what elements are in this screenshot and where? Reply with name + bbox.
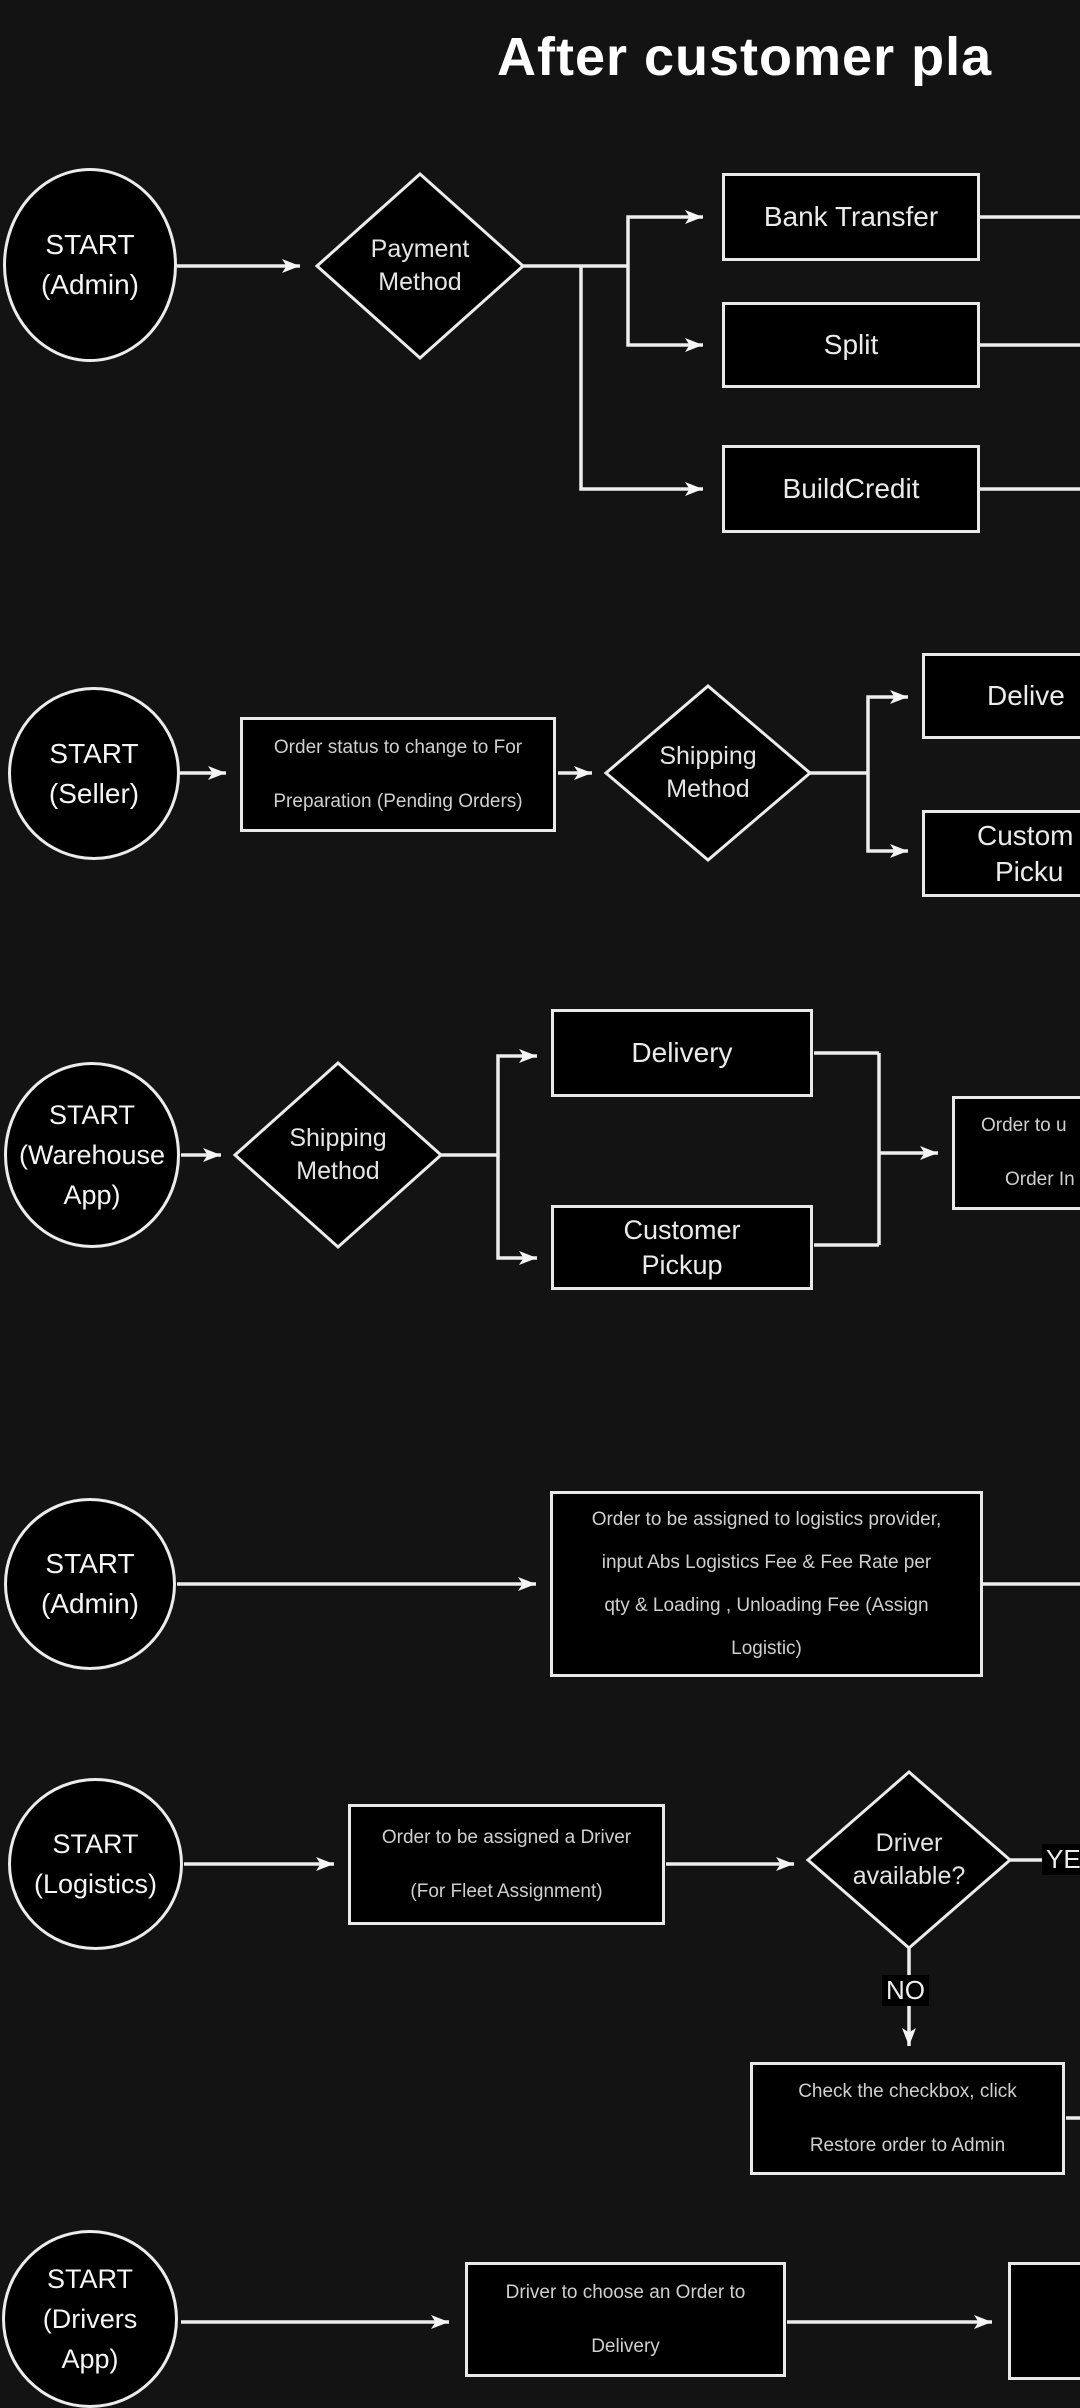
process-label-line: Order In xyxy=(1005,1169,1075,1190)
start-node-admin-payment: START (Admin) xyxy=(3,168,177,362)
decision-label-line: Shipping xyxy=(289,1124,387,1152)
process-label-line: Driver to choose an Order to xyxy=(505,2281,746,2303)
start-label-line: START xyxy=(48,1100,135,1130)
process-bank-transfer: Bank Transfer xyxy=(722,173,980,261)
start-node-drivers-app: START (Drivers App) xyxy=(2,2230,178,2408)
decision-label-driver-available: Driver available? xyxy=(808,1772,1010,1948)
decision-label-line: Method xyxy=(666,775,750,803)
process-label-line: Restore order to Admin xyxy=(809,2134,1006,2156)
process-label: BuildCredit xyxy=(782,473,920,504)
start-label-line: START xyxy=(45,1548,135,1579)
process-assign-logistics: Order to be assigned to logistics provid… xyxy=(550,1491,983,1677)
process-label-line: Picku xyxy=(995,855,1064,887)
label-yes: YE xyxy=(1042,1844,1080,1875)
process-label-line: Logistic) xyxy=(731,1638,802,1659)
process-delivery-warehouse: Delivery xyxy=(551,1009,813,1097)
decision-diamond-shipping-method-warehouse xyxy=(232,1060,444,1250)
process-label-line: Preparation (Pending Orders) xyxy=(273,790,523,812)
decision-diamond-shipping-method-seller xyxy=(603,684,813,862)
start-label-line: App) xyxy=(63,1180,121,1210)
start-node-seller: START (Seller) xyxy=(8,687,180,860)
decision-label-shipping-method-warehouse: Shipping Method xyxy=(235,1063,441,1247)
decision-label-line: Method xyxy=(296,1157,380,1185)
process-restore-order: Check the checkbox, click Restore order … xyxy=(750,2062,1065,2175)
start-node-warehouse-app: START (Warehouse App) xyxy=(4,1062,180,1248)
decision-label-line: Shipping xyxy=(659,742,757,770)
start-label-line: START xyxy=(45,229,135,260)
process-order-update-info: Order to u Order In xyxy=(952,1096,1080,1210)
process-label-line: Order to u xyxy=(981,1115,1067,1136)
start-label-line: (Admin) xyxy=(40,1588,139,1619)
start-label-line: START xyxy=(52,1829,139,1859)
page-title: After customer pla xyxy=(497,27,993,87)
process-label-line: qty & Loading , Unloading Fee (Assign xyxy=(604,1595,929,1616)
process-label-line: Customer xyxy=(623,1214,741,1245)
start-label-line: START xyxy=(46,2264,133,2294)
process-customer-pickup-seller: Custom Picku xyxy=(922,810,1080,897)
process-customer-pickup-warehouse: Customer Pickup xyxy=(551,1205,813,1290)
start-node-admin-logistics: START (Admin) xyxy=(4,1498,176,1670)
process-label-line: Order status to change to For xyxy=(273,736,523,758)
process-label-line: Pickup xyxy=(641,1249,723,1280)
flow-connector xyxy=(626,210,703,266)
flow-connector xyxy=(866,690,908,773)
process-label-line: (For Fleet Assignment) xyxy=(410,1880,603,1902)
decision-label-line: Payment xyxy=(370,235,470,263)
flow-connector xyxy=(579,266,703,496)
process-label: Delive xyxy=(987,680,1065,711)
process-choose-order: Driver to choose an Order to Delivery xyxy=(465,2262,786,2377)
start-label-line: (Warehouse xyxy=(18,1140,166,1170)
flow-connector xyxy=(866,773,908,858)
decision-label-line: Method xyxy=(378,268,462,296)
process-label-line: Order to be assigned a Driver xyxy=(381,1826,632,1848)
process-cutoff-box xyxy=(1008,2262,1080,2380)
process-label-line: Delivery xyxy=(591,2335,660,2357)
decision-label-shipping-method-seller: Shipping Method xyxy=(606,686,810,860)
process-label-line: Custom xyxy=(977,819,1074,851)
flow-connector xyxy=(626,266,703,352)
start-label-line: App) xyxy=(61,2344,119,2374)
start-label-line: (Logistics) xyxy=(33,1869,158,1899)
process-label: Bank Transfer xyxy=(763,201,939,232)
flow-connector xyxy=(496,1049,537,1155)
process-delivery-seller: Delive xyxy=(922,653,1080,739)
decision-label-line: Driver xyxy=(875,1829,943,1857)
decision-diamond-driver-available xyxy=(805,1770,1013,1950)
start-node-logistics: START (Logistics) xyxy=(8,1778,183,1950)
process-split: Split xyxy=(722,302,980,388)
process-order-status-pending: Order status to change to For Preparatio… xyxy=(240,717,556,832)
flow-connector xyxy=(496,1155,537,1265)
process-buildcredit: BuildCredit xyxy=(722,445,980,533)
process-assign-driver: Order to be assigned a Driver (For Fleet… xyxy=(348,1804,665,1925)
decision-label-payment-method: Payment Method xyxy=(317,174,523,358)
process-label-line: input Abs Logistics Fee & Fee Rate per xyxy=(601,1552,932,1573)
decision-label-line: available? xyxy=(852,1862,966,1890)
start-label-line: START xyxy=(49,737,139,769)
process-label: Split xyxy=(823,329,879,360)
process-label: Delivery xyxy=(631,1037,733,1068)
decision-diamond-payment-method xyxy=(314,171,526,361)
process-label-line: Order to be assigned to logistics provid… xyxy=(591,1509,942,1530)
process-label-line: Check the checkbox, click xyxy=(798,2080,1017,2102)
label-no: NO xyxy=(882,1975,929,2006)
start-label-line: (Admin) xyxy=(40,269,139,300)
start-label-line: (Seller) xyxy=(48,777,140,809)
start-label-line: (Drivers xyxy=(42,2304,138,2334)
